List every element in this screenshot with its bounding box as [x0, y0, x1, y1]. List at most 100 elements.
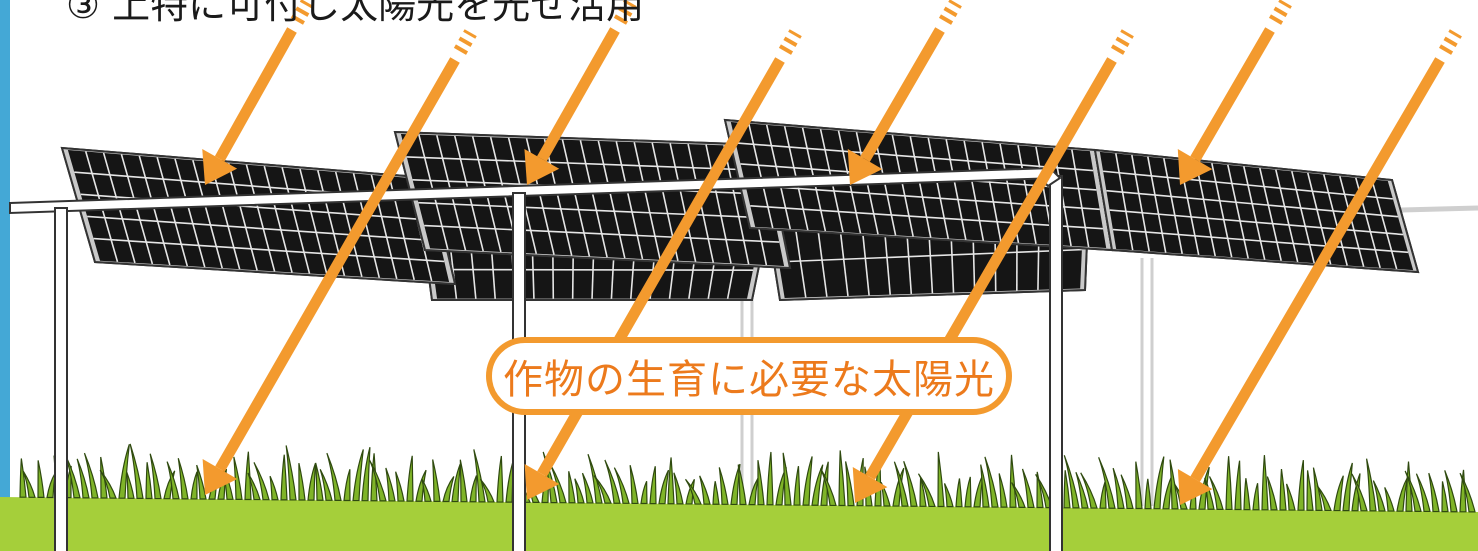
panel-grid-line [1115, 153, 1134, 251]
grass-blade [820, 468, 837, 507]
panel-grid-line [633, 142, 661, 260]
grass-blade [19, 458, 27, 498]
grass-blade [395, 471, 405, 502]
grass-blade [604, 459, 621, 504]
arrow-tail-mark [943, 6, 958, 18]
panel-grid-line [87, 215, 440, 242]
panel-grid-line [1071, 149, 1090, 248]
panel-grid-line [1243, 166, 1266, 260]
grass-blade [811, 464, 824, 506]
panel-cells [730, 121, 1107, 249]
solar-panel [1093, 148, 1420, 274]
arrow-tail-mark [613, 14, 628, 25]
arrow-shaft [1190, 27, 1275, 162]
panel-grid-line [1017, 145, 1037, 244]
panel-grid-line [543, 138, 573, 256]
sun-ray-arrow [1177, 0, 1292, 185]
arrow-tail-mark [1268, 14, 1284, 25]
panel-grid-line [927, 137, 950, 239]
arrow-head [1177, 149, 1213, 185]
solar-panel [60, 146, 457, 286]
grass-blade [1144, 478, 1152, 510]
grass-blade [820, 461, 829, 506]
grass-blade [1279, 468, 1287, 511]
grass-blade [1099, 481, 1107, 509]
solar-panel [393, 130, 792, 270]
grass-blade [718, 467, 729, 505]
grass-blade [1459, 472, 1476, 513]
arrow-head [1177, 469, 1213, 505]
panel-cells [67, 150, 450, 282]
grass-blade [802, 456, 813, 506]
grass-blade [473, 449, 486, 503]
panel-grid-line [209, 161, 241, 270]
grass-blade [149, 453, 162, 500]
grass-blade [893, 461, 909, 507]
grass-blade [964, 476, 972, 508]
grass-blade [845, 461, 855, 507]
arrow-head [852, 467, 888, 503]
arrow-tail-mark [622, 0, 637, 9]
grass-blade [1372, 480, 1386, 512]
sunlight-label-text: 作物の生育に必要な太陽光 [503, 357, 995, 403]
grass-blade [892, 467, 905, 507]
grass-blade [673, 472, 684, 505]
grass-blade [190, 471, 198, 500]
grass-blade [1297, 459, 1305, 511]
panel-grid-line [1275, 169, 1299, 263]
grass-blade [1009, 454, 1017, 508]
grass-blade [451, 463, 461, 503]
panel-grid-line [1227, 164, 1249, 259]
panel-grid-line [418, 201, 775, 220]
ground [0, 497, 1478, 551]
grass-blade [1063, 455, 1080, 509]
grass-blade [319, 469, 333, 501]
grass-blade [1011, 482, 1026, 508]
panel-grid-line [778, 248, 1082, 263]
grass-blade [903, 461, 918, 507]
arrow-shaft [860, 27, 945, 162]
grass-blade [1415, 473, 1431, 513]
grass-blade [1285, 483, 1296, 511]
grass-blade [496, 455, 504, 503]
grass-blade [129, 443, 144, 499]
grass-blade [1441, 481, 1449, 513]
panel-grid-line [723, 145, 750, 265]
grass-blade [1365, 458, 1377, 512]
panel-grid-line [945, 139, 967, 240]
support-post [54, 207, 68, 551]
grass-blade [699, 475, 711, 505]
panel-grid-line [263, 165, 293, 273]
grass-blade [998, 473, 1008, 508]
grass-blade [980, 464, 990, 508]
panel-grid-line [174, 158, 206, 268]
grass-blade [613, 467, 630, 504]
sun-ray-arrow [202, 29, 477, 495]
arrow-head [202, 149, 238, 185]
grass-blade [145, 462, 153, 500]
grass-blade [1112, 467, 1125, 509]
grass-blade [432, 459, 441, 503]
arrow-tail-mark [1439, 44, 1454, 55]
grass-blade [1342, 462, 1353, 512]
grass-blade [581, 472, 594, 504]
grass-blade [793, 466, 801, 506]
grass-blade [658, 469, 670, 505]
arrow-head [524, 149, 560, 185]
panel-grid-line [1112, 228, 1409, 254]
grass-blade [1169, 459, 1179, 510]
arrow-tail-mark [788, 29, 802, 39]
arrow-tail-mark [948, 0, 962, 9]
grass-blade [307, 463, 317, 501]
sky-edge [0, 0, 10, 551]
panel-grid-line [891, 134, 914, 237]
sun-ray-arrow [524, 0, 637, 185]
grass-blade [385, 467, 396, 502]
grass-blade [196, 464, 207, 500]
grass-blade [442, 476, 455, 503]
grass-blade [1333, 475, 1344, 512]
grass-blade [1444, 470, 1458, 513]
arrow-shaft [215, 57, 460, 472]
grass-blade [406, 455, 414, 502]
